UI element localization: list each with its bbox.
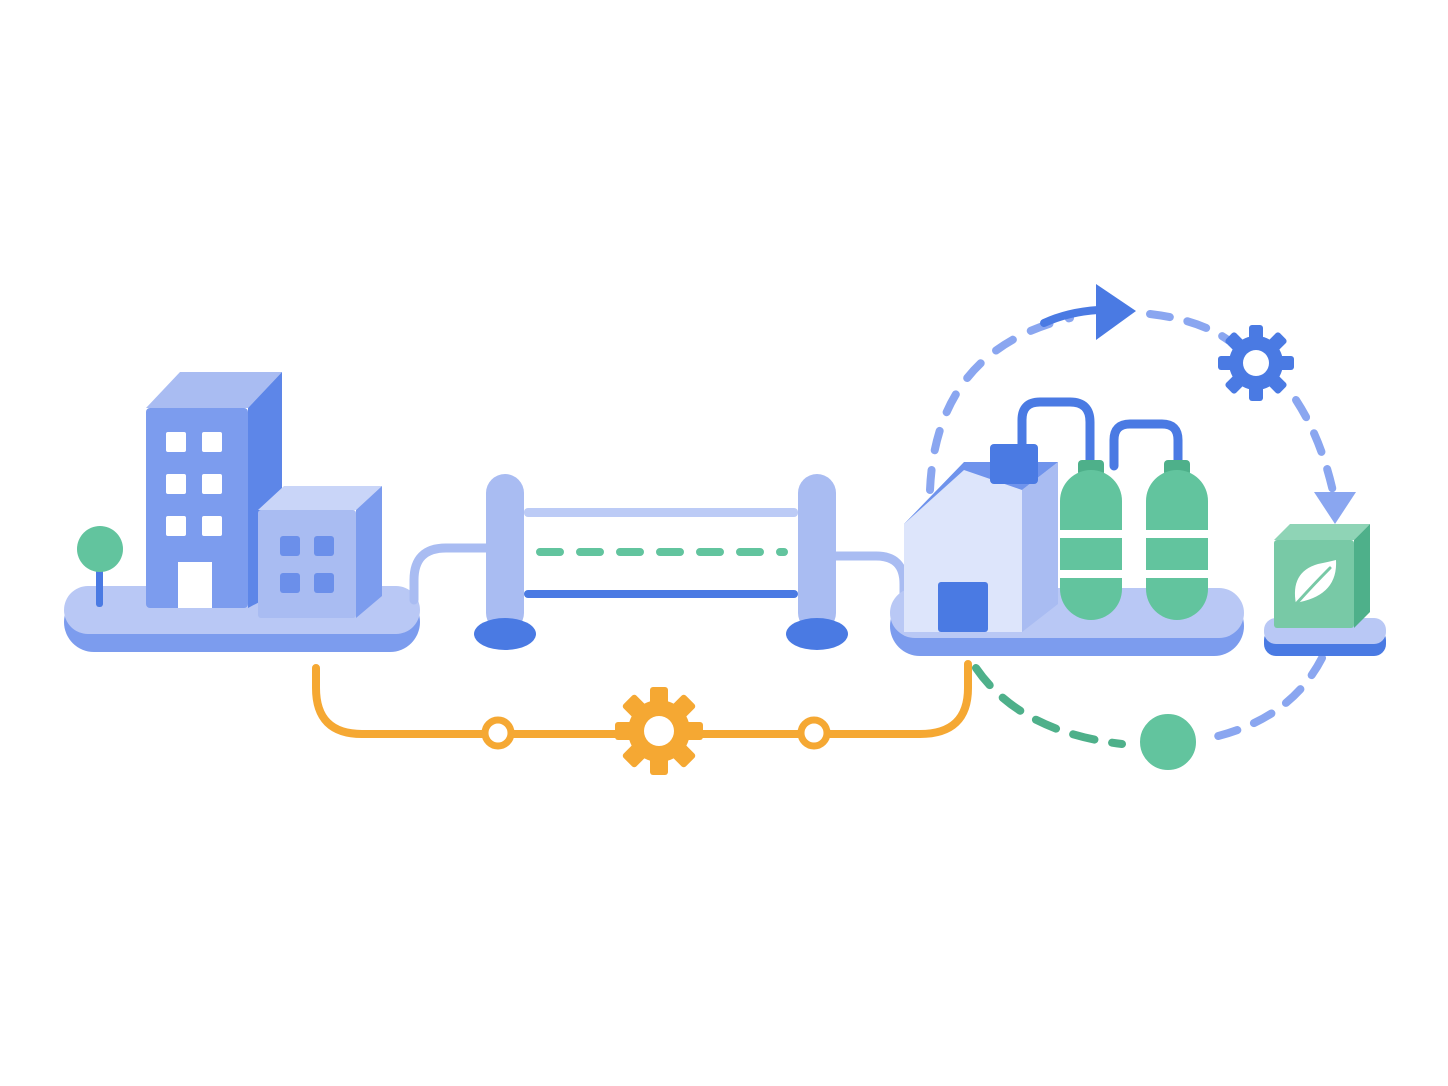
factory-chimney [990,444,1038,484]
connector-city-bridge [409,543,495,605]
factory-door [938,582,988,632]
arrow-down-icon [1314,492,1356,524]
product-node [1264,524,1386,656]
pipe-right [1109,419,1183,475]
plant-node [890,397,1244,656]
cycle-green-node [1136,710,1200,774]
orange-node-left [481,716,515,750]
building-door [178,562,212,608]
connector-bridge-plant [825,551,909,605]
short-building [258,486,382,618]
cycle-arc-right [1292,396,1338,500]
gear-icon [615,687,703,775]
cycle-arc-bottom-right [1206,654,1326,742]
bridge-rail-top [524,508,798,517]
bridge-rail-bottom [524,590,798,598]
bridge-post-left [486,474,524,632]
arrow-right-icon [1096,284,1136,340]
cycle-arc-top-left [926,314,1074,494]
orange-node-right [797,716,831,750]
orange-connector [312,660,972,775]
gear-icon [1218,325,1294,401]
tank-left [1060,460,1122,620]
city-node [64,372,420,652]
factory-building [904,444,1058,632]
leaf-icon [1294,560,1337,606]
cycle-arc-bottom-left [972,664,1126,748]
cycle-loop [926,284,1356,774]
pipe-left [1017,397,1095,475]
tree-icon [77,526,123,607]
tank-right [1146,460,1208,620]
bridge-node [409,474,909,650]
bridge-post-right [798,474,836,632]
